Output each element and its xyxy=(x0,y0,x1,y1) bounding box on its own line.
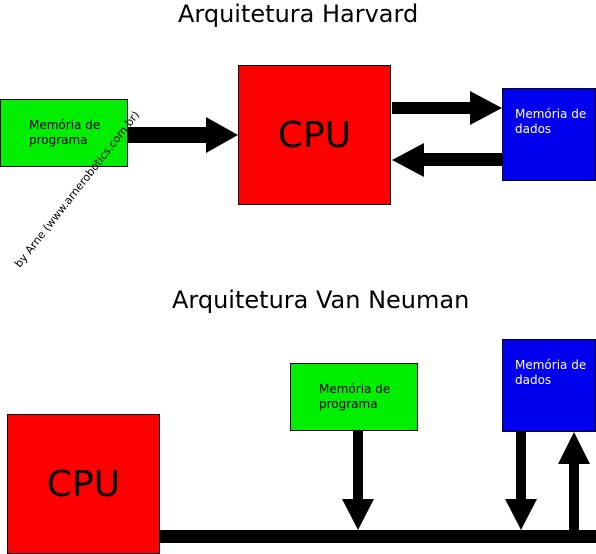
harvard-program-memory-label: Memória de programa xyxy=(29,118,101,147)
harvard-program-memory: Memória de programa xyxy=(0,99,128,167)
harvard-data-to-cpu-arrow xyxy=(392,143,502,177)
harvard-title: Arquitetura Harvard xyxy=(178,0,419,28)
van-neuman-program-down-arrow xyxy=(342,431,374,530)
van-neuman-data-up-arrow xyxy=(558,432,590,530)
harvard-cpu: CPU xyxy=(238,65,391,205)
van-neuman-data-down-arrow xyxy=(505,432,537,530)
van-neuman-cpu-label: CPU xyxy=(46,463,121,505)
harvard-cpu-to-data-arrow xyxy=(392,91,502,125)
van-neuman-program-memory: Memória de programa xyxy=(290,363,418,431)
harvard-data-memory-label: Memória de dados xyxy=(515,107,587,136)
harvard-program-to-cpu-arrow xyxy=(128,117,238,153)
harvard-data-memory: Memória de dados xyxy=(502,88,596,181)
van-neuman-title: Arquitetura Van Neuman xyxy=(172,286,470,314)
van-neuman-data-memory-label: Memória de dados xyxy=(515,358,587,387)
van-neuman-bus xyxy=(160,530,596,543)
van-neuman-data-memory: Memória de dados xyxy=(502,339,596,432)
van-neuman-cpu: CPU xyxy=(7,414,160,554)
harvard-cpu-label: CPU xyxy=(277,114,352,156)
van-neuman-program-memory-label: Memória de programa xyxy=(319,382,391,411)
